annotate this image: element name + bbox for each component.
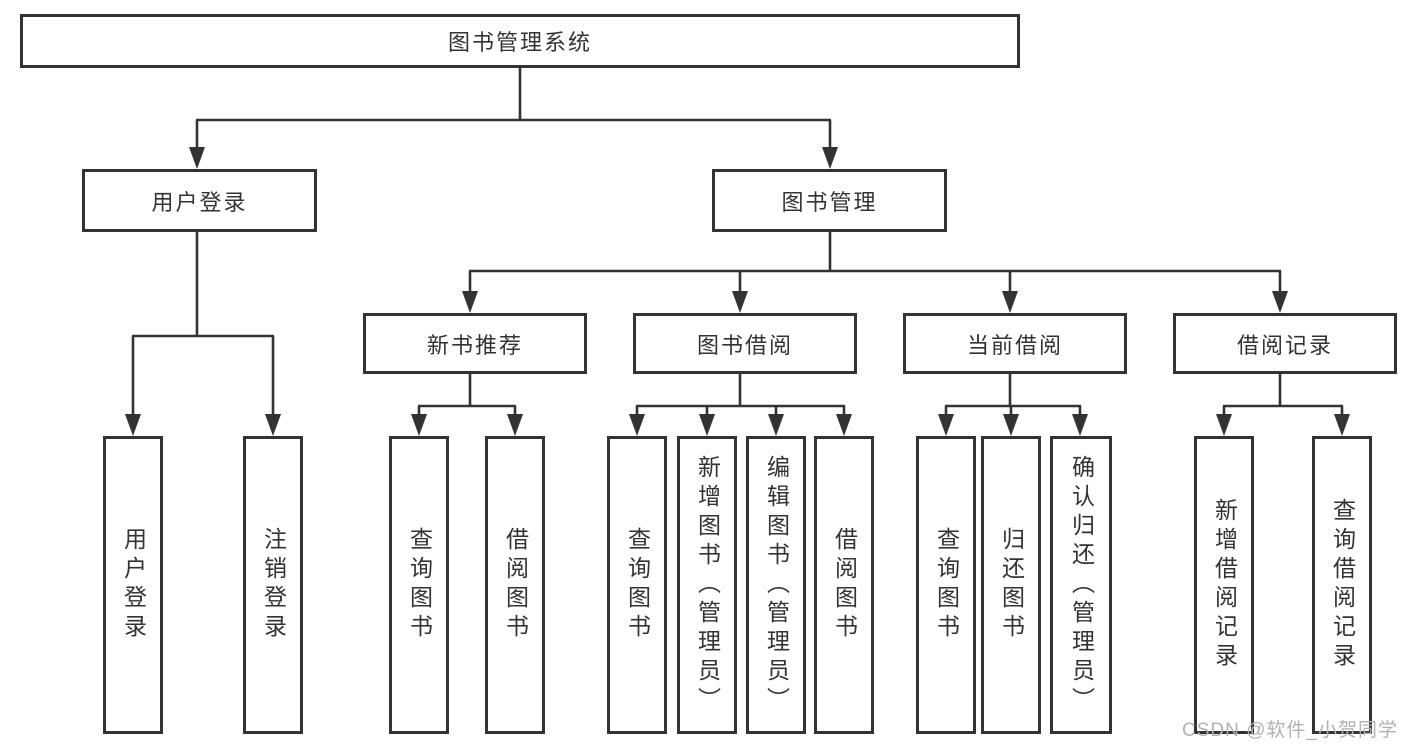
leaf-user-login-label: 用户登录 bbox=[120, 527, 147, 643]
leaf-add-borrow-record: 新增借阅记录 bbox=[1194, 436, 1254, 734]
node-book-borrow-label: 图书借阅 bbox=[696, 332, 793, 358]
node-borrow-records: 借阅记录 bbox=[1173, 313, 1397, 374]
leaf-confirm-return-admin: 确认归还（管理员） bbox=[1050, 436, 1112, 734]
leaf-edit-books-admin: 编辑图书（管理员） bbox=[746, 436, 806, 734]
node-new-book-recommend: 新书推荐 bbox=[363, 313, 587, 374]
node-new-book-recommend-label: 新书推荐 bbox=[426, 332, 523, 358]
leaf-return-books: 归还图书 bbox=[981, 436, 1041, 734]
leaf-logout: 注销登录 bbox=[243, 436, 303, 734]
watermark: CSDN @软件_小贺同学 bbox=[1182, 720, 1398, 741]
node-borrow-records-label: 借阅记录 bbox=[1236, 332, 1333, 358]
leaf-query-books-current: 查询图书 bbox=[916, 436, 976, 734]
node-current-borrow-label: 当前借阅 bbox=[966, 332, 1063, 358]
node-root: 图书管理系统 bbox=[20, 14, 1020, 68]
arrowheads bbox=[125, 147, 1350, 436]
leaf-logout-label: 注销登录 bbox=[260, 527, 287, 643]
leaf-borrow-books-label: 借阅图书 bbox=[831, 527, 858, 643]
leaf-query-borrow-record: 查询借阅记录 bbox=[1312, 436, 1372, 734]
leaf-add-borrow-record-label: 新增借阅记录 bbox=[1211, 498, 1238, 672]
leaf-borrow-books-recommend: 借阅图书 bbox=[485, 436, 545, 734]
leaf-query-books-borrow: 查询图书 bbox=[607, 436, 667, 734]
leaf-return-books-label: 归还图书 bbox=[998, 527, 1025, 643]
node-book-borrow: 图书借阅 bbox=[633, 313, 857, 374]
leaf-confirm-return-admin-label: 确认归还（管理员） bbox=[1068, 454, 1095, 716]
leaf-add-books-admin-label: 新增图书（管理员） bbox=[694, 454, 721, 716]
leaf-borrow-books: 借阅图书 bbox=[814, 436, 874, 734]
node-current-borrow: 当前借阅 bbox=[903, 313, 1127, 374]
leaf-user-login: 用户登录 bbox=[103, 436, 163, 734]
leaf-query-books-recommend: 查询图书 bbox=[389, 436, 449, 734]
leaf-query-books-recommend-label: 查询图书 bbox=[406, 527, 433, 643]
leaf-query-borrow-record-label: 查询借阅记录 bbox=[1329, 498, 1356, 672]
node-user-login-branch-label: 用户登录 bbox=[151, 189, 248, 215]
leaf-query-books-borrow-label: 查询图书 bbox=[624, 527, 651, 643]
leaf-add-books-admin: 新增图书（管理员） bbox=[677, 436, 737, 734]
leaf-query-books-current-label: 查询图书 bbox=[933, 527, 960, 643]
node-book-management-branch: 图书管理 bbox=[712, 169, 947, 232]
leaf-borrow-books-recommend-label: 借阅图书 bbox=[502, 527, 529, 643]
node-user-login-branch: 用户登录 bbox=[82, 169, 317, 232]
leaf-edit-books-admin-label: 编辑图书（管理员） bbox=[763, 454, 790, 716]
connector-segments bbox=[131, 67, 1344, 417]
node-root-label: 图书管理系统 bbox=[447, 30, 592, 55]
node-book-management-branch-label: 图书管理 bbox=[781, 189, 878, 215]
